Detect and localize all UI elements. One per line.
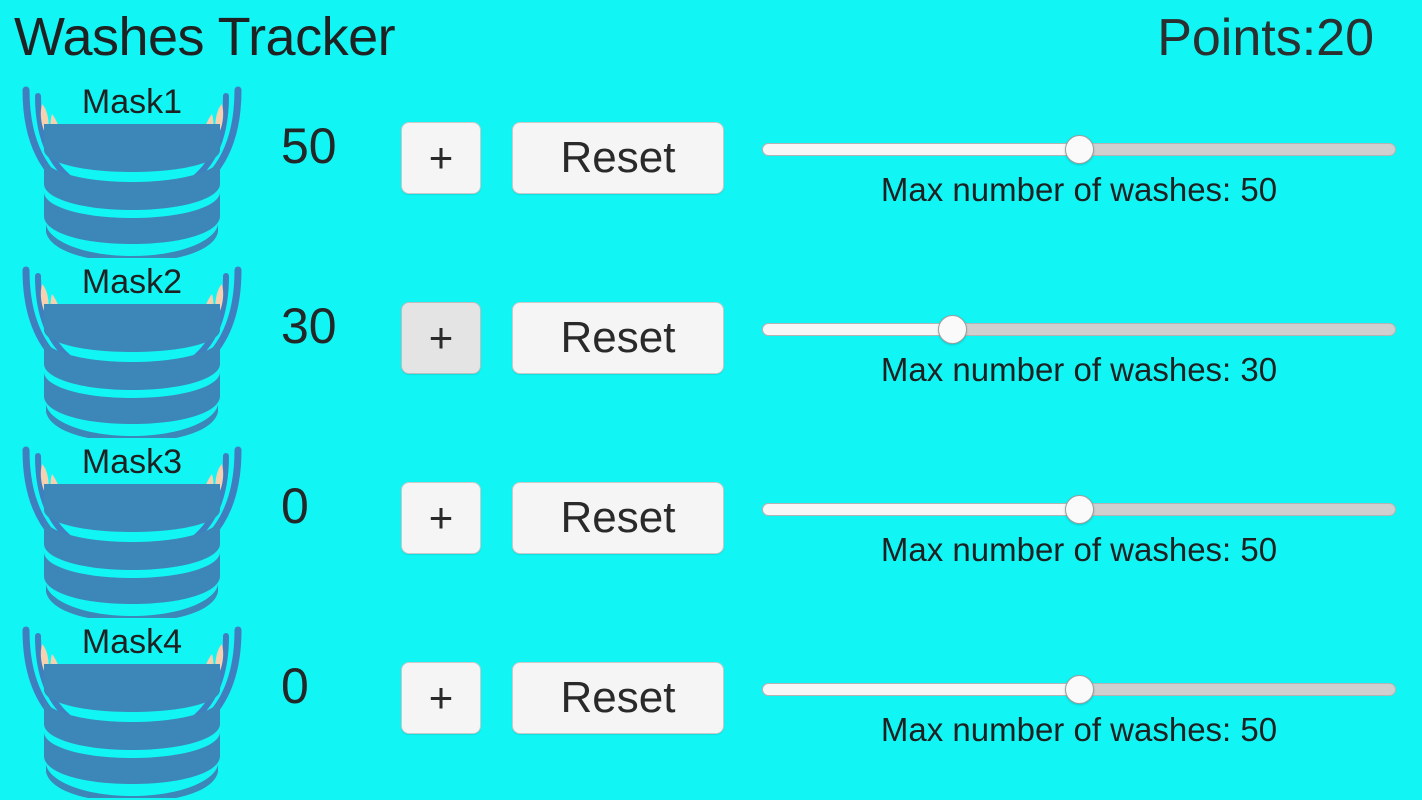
face-mask-icon [22, 86, 242, 258]
mask-name-label: Mask1 [81, 83, 183, 121]
max-washes-slider-group: Max number of washes: 50 [762, 618, 1396, 796]
slider-track-filled [762, 503, 1079, 516]
slider-track-filled [762, 683, 1079, 696]
face-mask-icon [22, 266, 242, 438]
slider-thumb[interactable] [1065, 495, 1094, 524]
max-washes-slider[interactable] [762, 675, 1396, 704]
mask-icon-cell: Mask3 [8, 440, 256, 618]
app-header: Washes Tracker Points:20 [0, 0, 1422, 78]
mask-name-label: Mask4 [81, 623, 183, 661]
reset-button[interactable]: Reset [512, 302, 724, 374]
max-washes-label: Max number of washes: 50 [880, 711, 1278, 748]
slider-track-filled [762, 143, 1079, 156]
wash-count-value: 0 [281, 658, 309, 714]
wash-count-value: 50 [281, 118, 337, 174]
points-counter: Points:20 [1157, 9, 1374, 67]
slider-track-filled [762, 323, 953, 336]
face-mask-icon [22, 626, 242, 798]
page-title: Washes Tracker [14, 7, 396, 67]
mask-row-1: Mask1 50 + Reset Max number of washes: 5… [0, 78, 1422, 258]
reset-button[interactable]: Reset [512, 662, 724, 734]
mask-row-2: Mask2 30 + Reset Max number of washes: 3… [0, 258, 1422, 438]
max-washes-slider[interactable] [762, 495, 1396, 524]
wash-count-value: 0 [281, 478, 309, 534]
mask-row-4: Mask4 0 + Reset Max number of washes: 50 [0, 618, 1422, 798]
max-washes-slider-group: Max number of washes: 30 [762, 258, 1396, 436]
face-mask-icon [22, 446, 242, 618]
wash-count-value: 30 [281, 298, 337, 354]
increment-button[interactable]: + [401, 482, 481, 554]
increment-button[interactable]: + [401, 662, 481, 734]
slider-thumb[interactable] [1065, 135, 1094, 164]
reset-button[interactable]: Reset [512, 122, 724, 194]
max-washes-slider[interactable] [762, 135, 1396, 164]
max-washes-label: Max number of washes: 50 [880, 531, 1278, 568]
mask-icon-cell: Mask4 [8, 620, 256, 798]
increment-button[interactable]: + [401, 122, 481, 194]
mask-row-3: Mask3 0 + Reset Max number of washes: 50 [0, 438, 1422, 618]
max-washes-label: Max number of washes: 50 [880, 171, 1278, 208]
slider-thumb[interactable] [1065, 675, 1094, 704]
mask-name-label: Mask3 [81, 443, 183, 481]
max-washes-label: Max number of washes: 30 [880, 351, 1278, 388]
increment-button[interactable]: + [401, 302, 481, 374]
max-washes-slider-group: Max number of washes: 50 [762, 438, 1396, 616]
mask-icon-cell: Mask1 [8, 80, 256, 258]
slider-thumb[interactable] [938, 315, 968, 344]
mask-name-label: Mask2 [81, 263, 183, 301]
max-washes-slider[interactable] [762, 315, 1396, 344]
mask-icon-cell: Mask2 [8, 260, 256, 438]
reset-button[interactable]: Reset [512, 482, 724, 554]
max-washes-slider-group: Max number of washes: 50 [762, 78, 1396, 256]
